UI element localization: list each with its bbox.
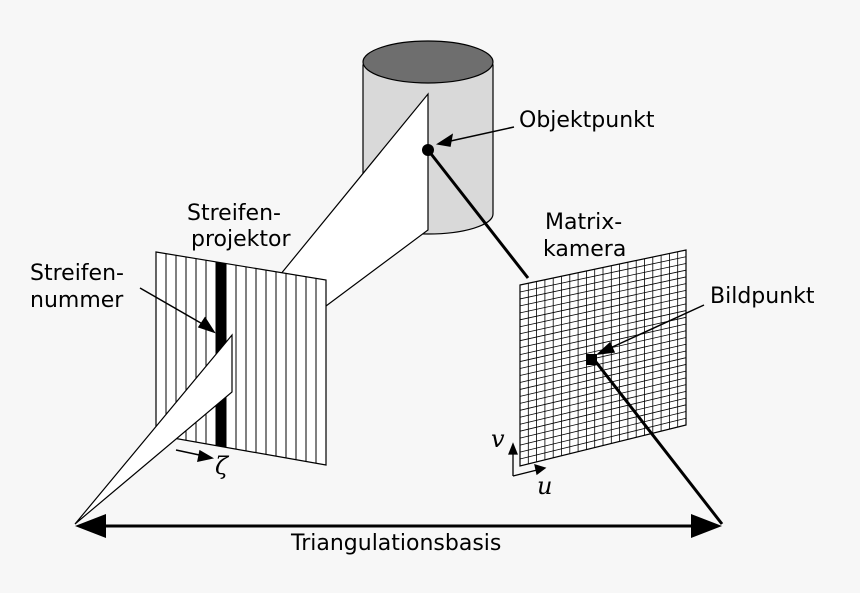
camera-grid-row-line [519, 357, 687, 397]
camera-grid-row-line [519, 263, 687, 300]
camera-grid-row-line [519, 397, 687, 439]
camera-grid-row-line [519, 269, 687, 307]
baseline-arrow-left [75, 514, 106, 538]
label-camera-line2: kamera [543, 237, 626, 262]
camera-grid-row-line [519, 404, 687, 446]
camera-grid-row-line [519, 417, 687, 460]
matrix-camera-grid [519, 249, 687, 467]
camera-grid-row-line [519, 411, 687, 453]
label-projector-line2: projektor [191, 227, 291, 252]
label-zeta: ζ [215, 452, 230, 480]
camera-grid-row-line [519, 343, 687, 383]
camera-grid-row-line [519, 303, 687, 342]
u-axis-arrowhead [534, 464, 547, 476]
ray-image-point-to-baseline [594, 361, 724, 525]
streifennummer-leader [139, 287, 207, 327]
label-baseline: Triangulationsbasis [290, 531, 501, 556]
objektpunkt-leader [445, 126, 515, 143]
camera-uv-axes [508, 442, 547, 477]
bildpunkt-arrowhead [595, 341, 616, 356]
label-objektpunkt: Objektpunkt [519, 108, 655, 133]
camera-grid-row-line [519, 283, 687, 321]
u-axis-line [512, 469, 538, 477]
label-projector-line1: Streifen- [187, 201, 281, 226]
ray-object-to-camera [426, 149, 530, 279]
camera-grid-row-line [519, 276, 687, 314]
label-stripe-number-line2: nummer [30, 288, 124, 313]
camera-grid-lines [519, 251, 687, 464]
baseline-arrow-right [691, 514, 722, 538]
camera-grid-row-line [519, 384, 687, 425]
object-point-dot [422, 144, 434, 156]
camera-grid-row-line [519, 390, 687, 432]
camera-grid-row-line [519, 337, 687, 376]
zeta-arrowhead [197, 449, 215, 462]
label-bildpunkt: Bildpunkt [710, 284, 815, 309]
camera-grid-row-line [519, 296, 687, 335]
camera-grid-row-line [519, 323, 687, 362]
leader-arrows [139, 126, 705, 462]
cylinder-top [362, 40, 494, 84]
label-axis-v: v [491, 425, 505, 453]
camera-grid-row-line [519, 310, 687, 349]
camera-grid-row-line [519, 316, 687, 356]
label-stripe-number-line1: Streifen- [30, 261, 124, 286]
image-point-pixel [586, 354, 597, 365]
camera-grid-row-line [519, 364, 687, 404]
camera-grid-row-line [519, 377, 687, 418]
objektpunkt-arrowhead [435, 133, 454, 147]
projection-cone [74, 333, 233, 525]
camera-grid-row-line [519, 289, 687, 328]
bildpunkt-leader [607, 304, 705, 350]
label-axis-u: u [537, 472, 552, 500]
v-axis-arrowhead [508, 442, 518, 455]
camera-grid-row-line [519, 370, 687, 411]
projector-light-sheet [279, 92, 429, 307]
streifennummer-arrowhead [197, 316, 216, 334]
camera-grid-row-line [519, 256, 687, 293]
label-camera-line1: Matrix- [545, 210, 622, 235]
triangulation-baseline [75, 514, 722, 538]
